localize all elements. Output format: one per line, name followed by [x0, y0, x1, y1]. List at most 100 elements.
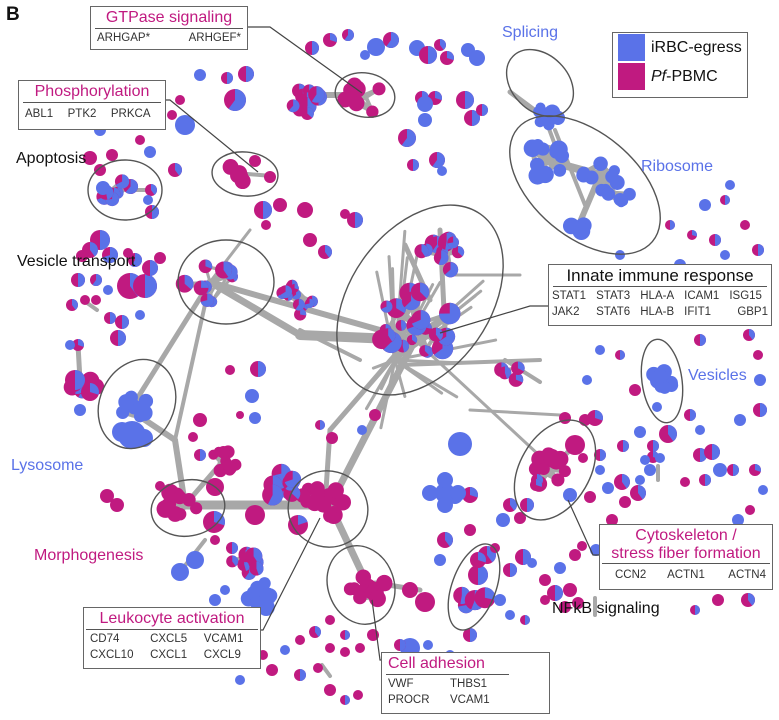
network-node [315, 420, 325, 430]
network-node [713, 463, 727, 477]
network-node [439, 302, 461, 325]
network-node [720, 250, 730, 260]
node-slice-irbc-egress [386, 32, 399, 48]
gene-label: ACTN1 [667, 569, 705, 581]
network-node [402, 582, 418, 598]
node-slice-irbc-egress [258, 361, 266, 377]
network-node [118, 394, 135, 410]
network-node [494, 594, 506, 606]
annotation-phosphorylation: Phosphorylation ABL1 PTK2 PRKCA [18, 80, 166, 130]
network-node [190, 502, 203, 515]
leader-innate [439, 305, 548, 334]
network-node [699, 474, 711, 486]
network-node [360, 50, 370, 60]
node-slice-irbc-egress [715, 234, 721, 246]
network-node [554, 562, 566, 574]
network-node [76, 250, 88, 262]
network-node [695, 425, 705, 435]
ellipse-ribosome [509, 115, 661, 255]
node-slice-irbc-egress [227, 72, 233, 84]
network-node [325, 643, 335, 653]
network-node [259, 587, 276, 604]
gene-label: ARHGAP* [97, 32, 151, 44]
network-node [280, 645, 290, 655]
network-node [540, 595, 550, 605]
node-slice-irbc-egress [555, 585, 563, 601]
node-slice-irbc-egress [355, 212, 363, 228]
network-node [295, 635, 305, 645]
network-node [220, 585, 230, 595]
network-node [102, 247, 118, 264]
network-edge [320, 663, 332, 678]
node-slice-irbc-egress [705, 474, 711, 486]
network-node [414, 244, 429, 259]
node-slice-irbc-egress [145, 274, 157, 298]
label-morphogenesis: Morphogenesis [34, 547, 144, 564]
network-node [758, 485, 768, 495]
network-node [245, 389, 259, 403]
network-node [309, 626, 321, 638]
network-node [547, 452, 566, 470]
node-slice-irbc-egress [312, 41, 319, 55]
network-node [305, 41, 319, 55]
network-node [410, 282, 430, 302]
network-node [463, 628, 477, 642]
network-node [357, 425, 367, 435]
network-node [593, 156, 608, 172]
network-edge [398, 358, 542, 367]
network-node [168, 163, 183, 177]
network-node [684, 409, 696, 421]
network-node [428, 327, 443, 342]
node-slice-irbc-egress [344, 29, 355, 41]
ellipse-phosphorylation [211, 151, 279, 197]
network-node [617, 440, 629, 452]
network-node [559, 412, 571, 424]
network-node [435, 483, 455, 503]
node-slice-irbc-egress [595, 410, 603, 421]
legend-label-pbmc: -PBMC [666, 67, 718, 85]
node-slice-irbc-egress [748, 593, 756, 606]
network-node [720, 195, 730, 205]
node-slice-irbc-egress [668, 425, 677, 442]
network-node [680, 477, 690, 487]
node-slice-irbc-egress [300, 308, 307, 316]
node-slice-irbc-egress [388, 328, 396, 342]
ellipse-lysosome [97, 358, 177, 450]
network-node [634, 426, 646, 438]
ellipse-cytoskeleton [513, 419, 597, 521]
network-node [342, 29, 355, 41]
network-node [288, 515, 308, 535]
node-slice-irbc-egress [130, 253, 143, 268]
network-node [215, 261, 233, 279]
gene-label: PTK2 [67, 108, 97, 120]
network-node [609, 175, 625, 190]
network-node [615, 250, 625, 260]
network-node [80, 295, 90, 305]
network-node [65, 370, 85, 390]
network-node [355, 643, 365, 653]
node-slice-irbc-egress [223, 261, 233, 278]
network-node [100, 489, 114, 503]
network-node [417, 96, 433, 112]
gene-label: STAT1 [552, 290, 587, 302]
network-node [175, 115, 195, 135]
node-slice-irbc-egress [150, 260, 158, 276]
network-node [133, 274, 157, 298]
network-node [383, 32, 399, 48]
network-node [222, 459, 235, 472]
network-node [395, 320, 407, 331]
network-node [65, 340, 75, 350]
legend-item-pfpbmc: Pf-PBMC [618, 62, 747, 91]
node-slice-irbc-egress [295, 298, 305, 311]
network-node [340, 209, 350, 219]
network-node [83, 151, 97, 165]
network-node [327, 482, 344, 499]
node-slice-irbc-egress [72, 299, 78, 310]
network-node [448, 432, 472, 456]
node-slice-irbc-egress [421, 244, 429, 258]
network-node [334, 494, 352, 511]
annotation-cell-adhesion: Cell adhesion VWF THBS1 PROCR VCAM1 [381, 652, 550, 714]
annotation-gtpase-signaling: GTPase signaling ARHGAP* ARHGEF* [90, 6, 248, 50]
node-slice-irbc-egress [470, 487, 478, 498]
node-slice-irbc-egress [280, 285, 293, 299]
